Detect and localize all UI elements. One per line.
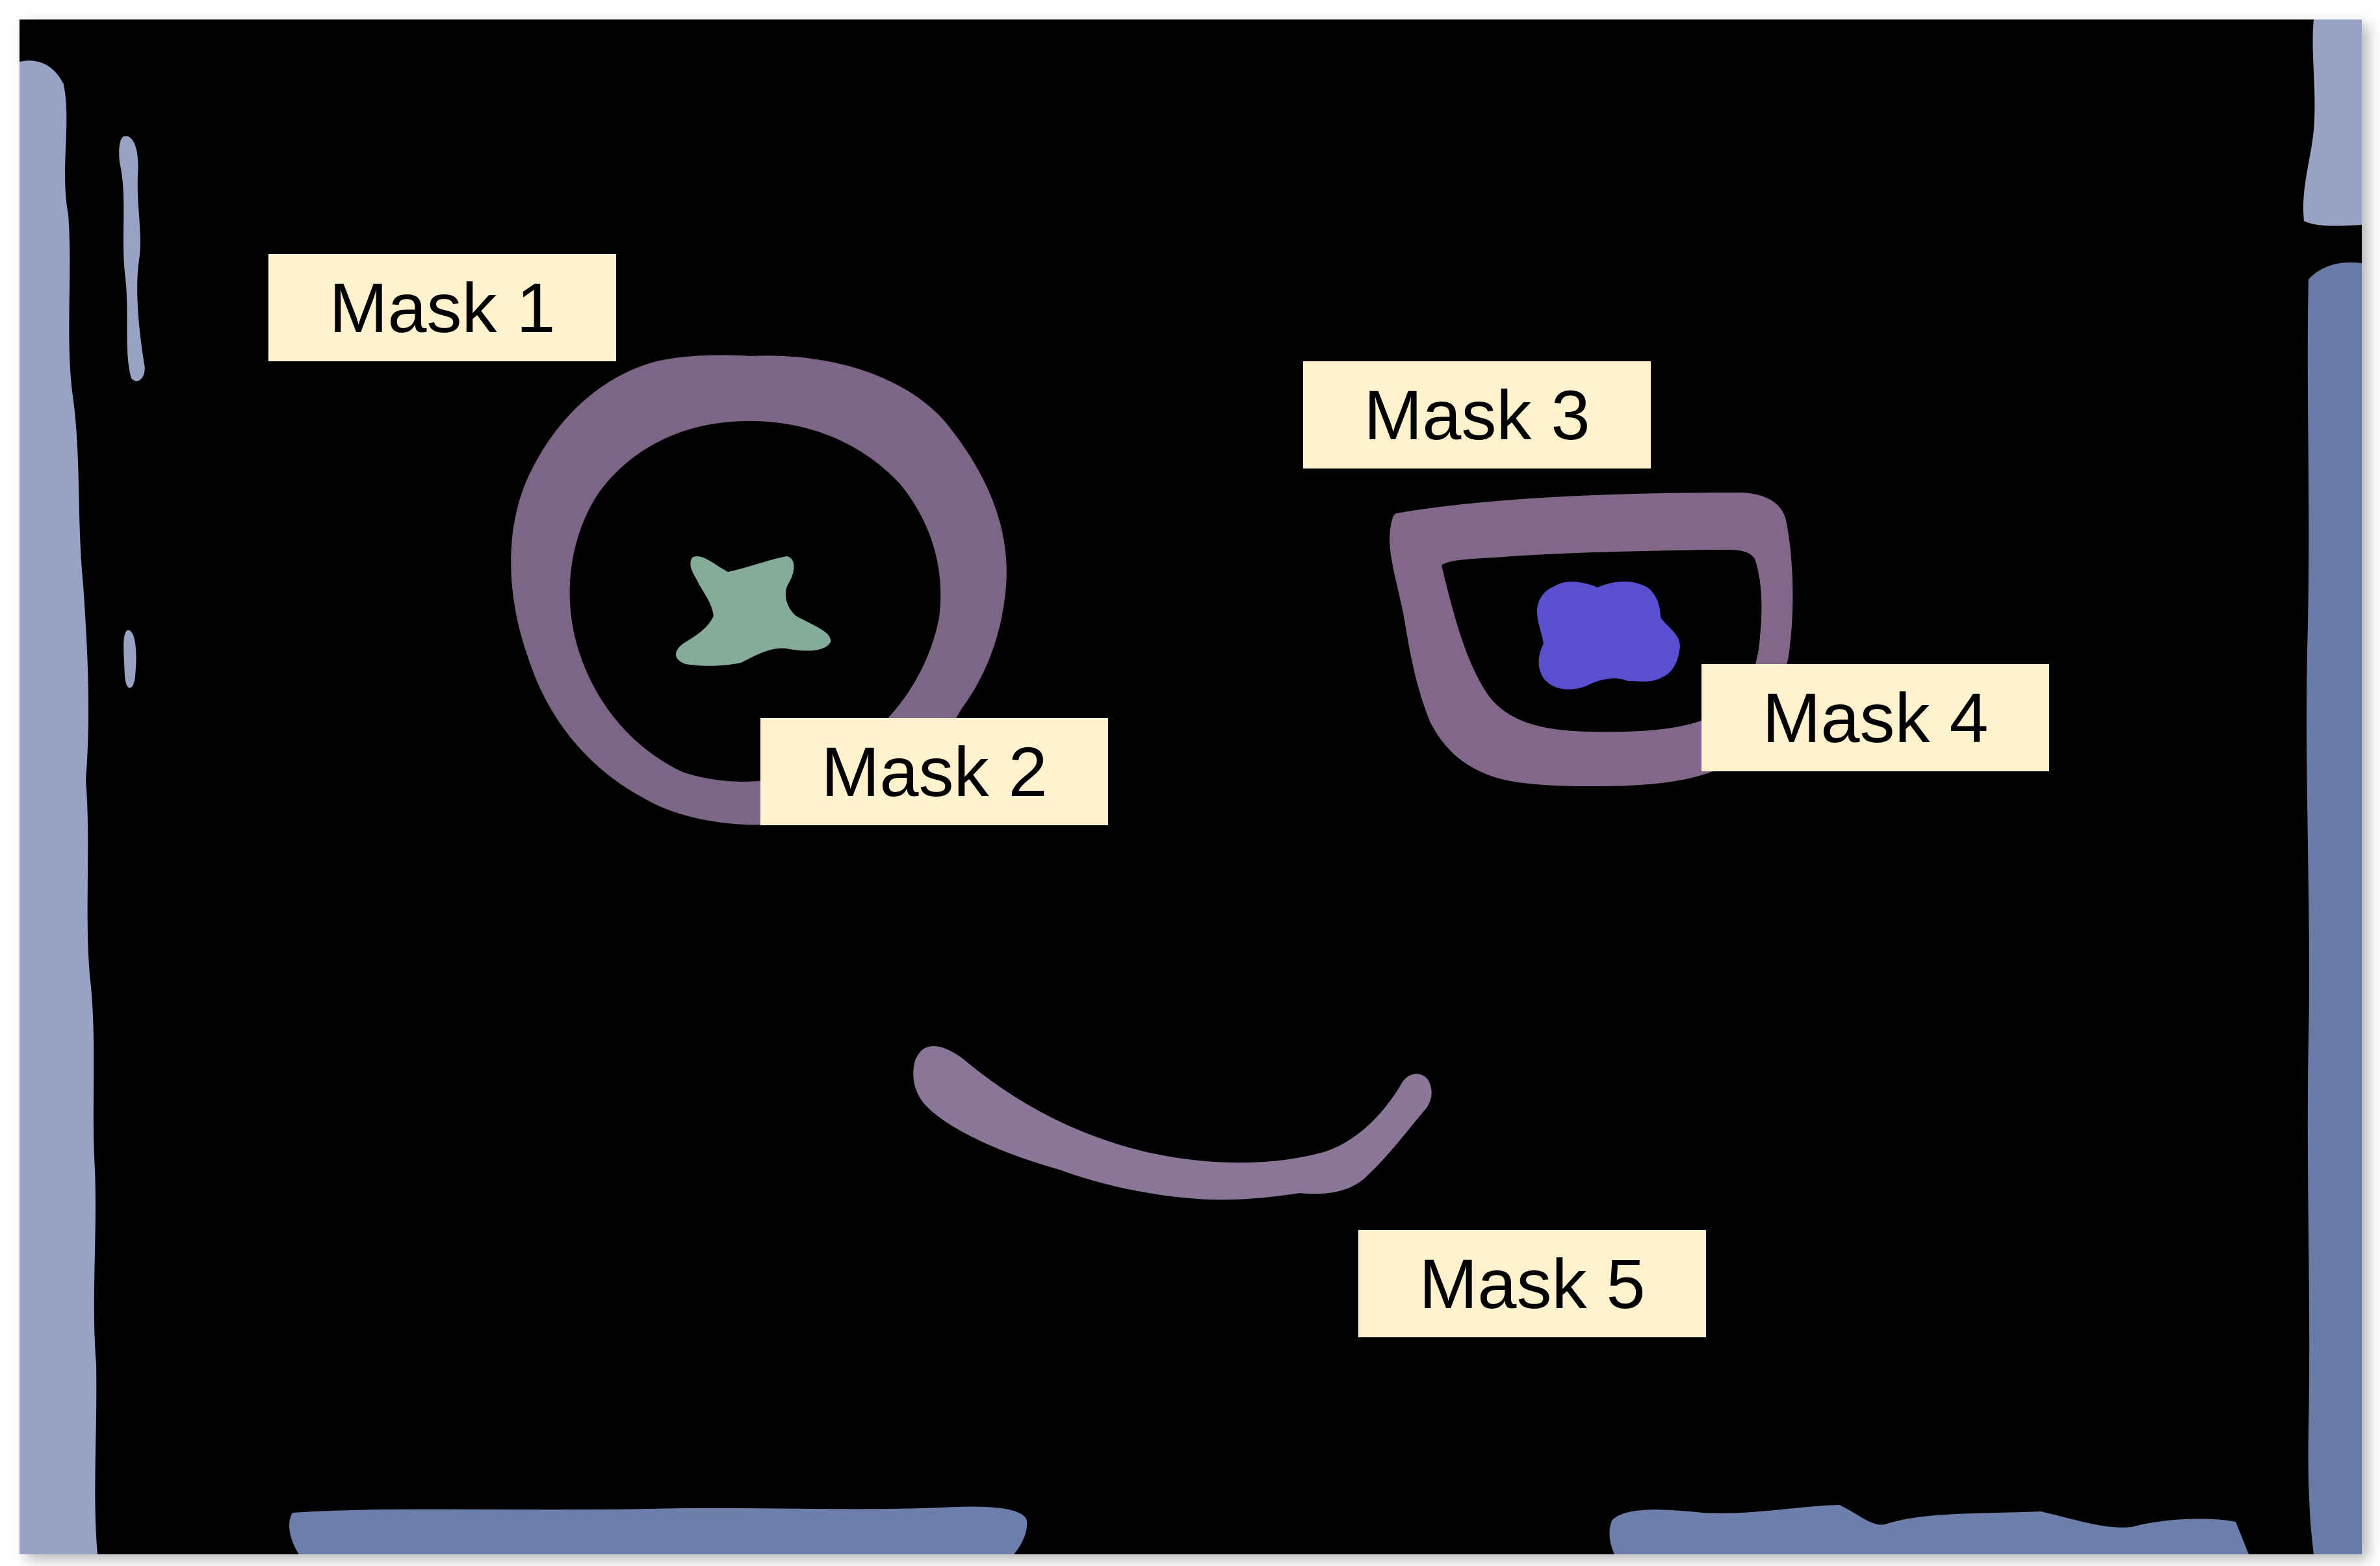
mask-4-label: Mask 4 <box>1762 678 1989 757</box>
mask-5-label: Mask 5 <box>1419 1244 1646 1323</box>
left-border-fragment <box>119 136 145 381</box>
mask-3-cup <box>1390 493 1793 786</box>
mask-3-label-box <box>1303 361 1651 469</box>
mask-2-label: Mask 2 <box>821 732 1048 811</box>
mask-4-label-box <box>1701 664 2049 771</box>
bottom-border-region <box>289 1506 1028 1554</box>
mask-1-label: Mask 1 <box>329 268 556 347</box>
mask-2-blob <box>676 556 831 666</box>
mask-5-label-box <box>1358 1230 1706 1337</box>
black-background <box>19 19 2362 1554</box>
right-border-region-lower <box>2307 262 2362 1554</box>
right-border-region <box>2303 19 2362 226</box>
bottom-border-region <box>1609 1505 2249 1554</box>
mask-1-label-box <box>268 254 616 361</box>
left-border-region <box>19 60 97 1555</box>
mask-4-blob <box>1537 581 1680 689</box>
left-border-fragment <box>123 630 136 688</box>
mask-5-arc <box>913 1046 1432 1200</box>
mask-2-label-box <box>760 718 1108 825</box>
mask-3-label: Mask 3 <box>1364 376 1590 454</box>
